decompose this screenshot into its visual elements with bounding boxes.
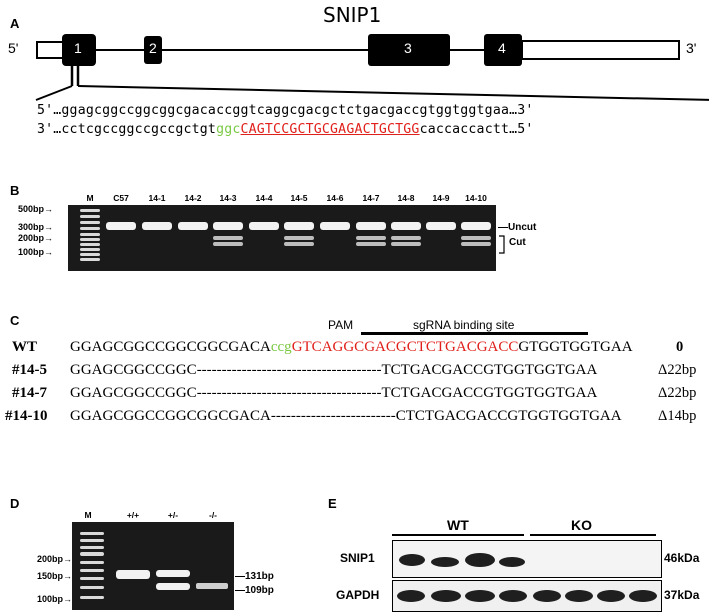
gel-b-lane: 14-9	[432, 193, 450, 203]
row-seq-14-10: GGAGCGGCCGGCGGCGACA---------------------…	[70, 408, 622, 424]
size-131: —131bp	[235, 571, 274, 582]
zoom-line-right	[77, 85, 709, 101]
panel-e-letter: E	[328, 496, 337, 511]
row-name-14-7: #14-7	[12, 385, 47, 401]
panel-a-letter: A	[10, 16, 20, 31]
group-wt-label: WT	[447, 517, 469, 533]
group-ko-label: KO	[571, 517, 592, 533]
gel-b	[68, 205, 496, 271]
row-seq-wt: GGAGCGGCCGGCGGCGACAccgGTCAGGCGACGCTCTGAC…	[70, 339, 633, 355]
gel-b-marker: 200bp→	[17, 233, 53, 243]
sgrna-label: sgRNA binding site	[413, 318, 515, 332]
zoom-line-left	[35, 85, 73, 101]
exon2-label: 2	[149, 40, 157, 56]
group-wt-bar	[392, 534, 524, 536]
gel-b-lane-m: M	[86, 193, 94, 203]
gel-b-lane: 14-10	[465, 193, 487, 203]
uncut-label: —Uncut	[498, 222, 537, 233]
end5-label: 5'	[8, 40, 19, 56]
row-del-14-7: Δ22bp	[658, 385, 697, 401]
pam-sequence: ggc	[216, 122, 241, 137]
gel-b-lane: 14-6	[326, 193, 344, 203]
utr5-box	[36, 41, 64, 59]
row-name-wt: WT	[12, 339, 38, 355]
gel-d-lane: -/-	[208, 510, 218, 520]
gel-d	[72, 522, 234, 610]
gel-b-marker: 300bp→	[17, 222, 53, 232]
gel-d-marker: 200bp→	[36, 554, 72, 564]
exon1-box	[62, 34, 96, 66]
gel-d-marker: 150bp→	[36, 571, 72, 581]
panel-b-letter: B	[10, 183, 20, 198]
gel-b-marker: 100bp→	[17, 247, 53, 257]
gel-b-lane: 14-8	[397, 193, 415, 203]
sequence-bottom-strand: 3'…cctcgccggccgccgctgtggcCAGTCCGCTGCGAGA…	[37, 122, 534, 137]
gene-title: SNIP1	[323, 3, 382, 27]
weight-46: 46kDa	[664, 551, 700, 565]
gel-b-lane: 14-3	[219, 193, 237, 203]
row-del-14-10: Δ14bp	[658, 408, 697, 424]
gel-d-lane: +/-	[167, 510, 179, 520]
blot-gapdh	[392, 580, 662, 612]
gel-b-lane: 14-7	[362, 193, 380, 203]
protein-gapdh-label: GAPDH	[336, 588, 380, 602]
gel-d-marker: 100bp→	[36, 594, 72, 604]
gel-b-lane: 14-2	[184, 193, 202, 203]
end3-label: 3'	[686, 40, 697, 56]
sgrna-bar	[361, 332, 588, 335]
sequence-top-strand: 5'…ggagcggccggcggcgacaccggtcaggcgacgctct…	[37, 103, 534, 118]
gel-b-lane: 14-1	[148, 193, 166, 203]
weight-37: 37kDa	[664, 588, 700, 602]
exon3-box	[368, 34, 450, 66]
row-name-14-10: #14-10	[5, 408, 48, 424]
exon1-label: 1	[74, 40, 82, 56]
gel-d-lane: +/+	[126, 510, 140, 520]
gel-b-lane: 14-4	[255, 193, 273, 203]
exon4-box	[484, 34, 522, 66]
size-109: —109bp	[235, 585, 274, 596]
row-del-14-5: Δ22bp	[658, 362, 697, 378]
target-sequence: CAGTCCGCTGCGAGACTGCTGG	[240, 122, 420, 137]
panel-d-letter: D	[10, 496, 20, 511]
pam-label: PAM	[328, 318, 354, 332]
row-seq-14-5: GGAGCGGCCGGC----------------------------…	[70, 362, 598, 378]
gel-b-marker: 500bp→	[17, 204, 53, 214]
gene-structure-diagram	[35, 34, 709, 101]
panel-c-letter: C	[10, 313, 20, 328]
gel-b-lane: C57	[113, 193, 129, 203]
protein-snip1-label: SNIP1	[340, 551, 375, 565]
row-del-wt: 0	[676, 339, 684, 355]
exon3-label: 3	[404, 40, 412, 56]
cut-bracket	[499, 235, 505, 254]
row-name-14-5: #14-5	[12, 362, 47, 378]
gel-d-lane-m: M	[84, 510, 92, 520]
exon4-label: 4	[498, 40, 506, 56]
exon2-box	[144, 36, 162, 64]
utr3-box	[521, 40, 680, 60]
group-ko-bar	[530, 534, 656, 536]
blot-snip1	[392, 540, 662, 578]
gel-b-lane: 14-5	[290, 193, 308, 203]
row-seq-14-7: GGAGCGGCCGGC----------------------------…	[70, 385, 598, 401]
cut-label: Cut	[509, 237, 526, 248]
